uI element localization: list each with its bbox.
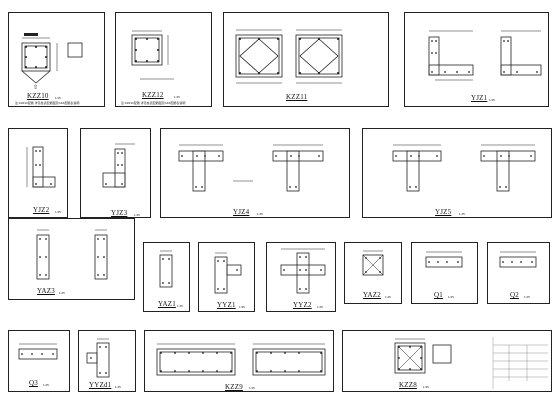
drawing-panel-q2: Q2 1:25 — [487, 242, 550, 304]
drawing-panel-kzz11: KZZ11 — [223, 12, 389, 107]
drawing-panel-yjz1: YJZ1 1:25 — [404, 12, 549, 107]
section-detail-yyz1 — [214, 252, 242, 294]
drawing-title: Q2 — [510, 291, 519, 299]
drawing-scale: 1:25 — [115, 385, 121, 389]
section-detail-yjz5 — [392, 144, 536, 192]
drawing-scale: 1:25 — [239, 305, 245, 309]
drawing-panel-yyz2: YYZ2 1:25 — [266, 242, 336, 312]
drawing-title: YAZ2 — [363, 291, 381, 299]
drawing-note: 注:KZZ10配筋 详见柱表配筋图及KZZ配筋表说明 — [15, 101, 80, 105]
drawing-title: YYZd1 — [89, 381, 112, 389]
drawing-scale: 1:25 — [174, 95, 180, 99]
drawing-panel-kzz9: KZZ9 1:25 — [144, 330, 334, 392]
drawing-title: YJZ3 — [111, 209, 128, 217]
drawing-title: KZZ8 — [399, 381, 417, 389]
drawing-panel-kzz12: KZZ12 1:25 注:KZZ10配筋 详见柱表配筋图及KZZ配筋表说明 — [115, 12, 212, 107]
drawing-note: 注:KZZ10配筋 详见柱表配筋图及KZZ配筋表说明 — [121, 101, 186, 105]
section-detail-yjz3 — [102, 143, 135, 188]
drawing-title: KZZ11 — [286, 93, 308, 101]
drawing-scale: 1:25 — [317, 305, 323, 309]
drawing-title: KZZ10 — [27, 92, 49, 100]
section-detail-kzz12 — [131, 30, 174, 80]
drawing-scale: 1:25 — [385, 295, 391, 299]
drawing-title: YYZ2 — [293, 301, 312, 309]
drawing-title: YYZ1 — [217, 301, 236, 309]
drawing-panel-kzz10: ⇧ KZZ10 1:25 注:KZZ10配筋 详见柱表配筋图及KZZ配筋表说明 — [8, 12, 105, 107]
section-detail-q1 — [425, 251, 463, 268]
drawing-panel-yaz2: YAZ2 1:25 — [344, 242, 402, 304]
section-detail-kzz11 — [235, 29, 343, 84]
drawing-scale: 1:25 — [423, 385, 429, 389]
section-detail-yyz2 — [280, 248, 326, 294]
section-detail-yyzd1 — [86, 338, 110, 378]
drawing-scale: 1:25 — [249, 386, 255, 390]
section-detail-yjz1 — [428, 30, 542, 81]
drawing-panel-yjz4: YJZ4 1:25 — [160, 128, 350, 218]
drawing-scale: 1:25 — [448, 295, 454, 299]
drawing-panel-yjz3: YJZ3 1:25 — [80, 128, 151, 218]
drawing-title: KZZ9 — [225, 383, 243, 391]
drawing-title: Q1 — [434, 291, 443, 299]
drawing-scale: 1:25 — [257, 212, 263, 216]
section-detail-yjz4 — [178, 144, 324, 192]
section-detail-yaz3 — [36, 229, 108, 280]
drawing-scale: 1:25 — [459, 212, 465, 216]
drawing-title: YJZ4 — [233, 208, 250, 216]
drawing-panel-yaz3: YAZ3 1:25 — [8, 218, 135, 300]
section-detail-yaz1 — [159, 250, 173, 288]
drawing-title: YAZ3 — [37, 287, 55, 295]
drawing-scale: 1:25 — [134, 213, 140, 217]
drawing-panel-yaz1: YAZ1 1:25 — [143, 242, 190, 312]
drawing-title: YJZ5 — [435, 208, 452, 216]
drawing-panel-q3: Q3 1:25 — [8, 330, 70, 392]
drawing-scale: 1:25 — [43, 383, 49, 387]
drawing-scale: 1:25 — [489, 98, 495, 102]
section-detail-kzz9 — [156, 343, 326, 376]
section-detail-kzz10 — [21, 33, 83, 84]
section-detail-yaz2 — [362, 250, 384, 276]
drawing-scale: 1:25 — [177, 304, 183, 308]
drawing-title: YJZ2 — [33, 206, 50, 214]
section-detail-yjz2 — [26, 146, 56, 188]
arrow-up-icon: ⇧ — [33, 85, 39, 91]
section-detail-q3 — [18, 343, 58, 360]
drawing-scale: 1:25 — [59, 291, 65, 295]
section-detail-kzz8 — [394, 337, 548, 389]
drawing-title: YAZ1 — [158, 300, 176, 308]
drawing-panel-kzz8: KZZ8 1:25 — [342, 330, 552, 392]
drawing-panel-q1: Q1 1:25 — [411, 242, 478, 304]
drawing-scale: 1:25 — [55, 96, 61, 100]
drawing-panel-yyzd1: YYZd1 1:25 — [78, 330, 136, 392]
drawing-title: YJZ1 — [471, 94, 488, 102]
drawing-panel-yyz1: YYZ1 1:25 — [198, 242, 255, 312]
drawing-panel-yjz5: YJZ5 1:25 — [362, 128, 552, 218]
section-detail-q2 — [499, 251, 537, 268]
drawing-scale: 1:25 — [524, 295, 530, 299]
drawing-title: KZZ12 — [142, 91, 164, 99]
drawing-scale: 1:25 — [55, 210, 61, 214]
drawing-title: Q3 — [29, 379, 38, 387]
drawing-panel-yjz2: YJZ2 1:25 — [8, 128, 68, 218]
